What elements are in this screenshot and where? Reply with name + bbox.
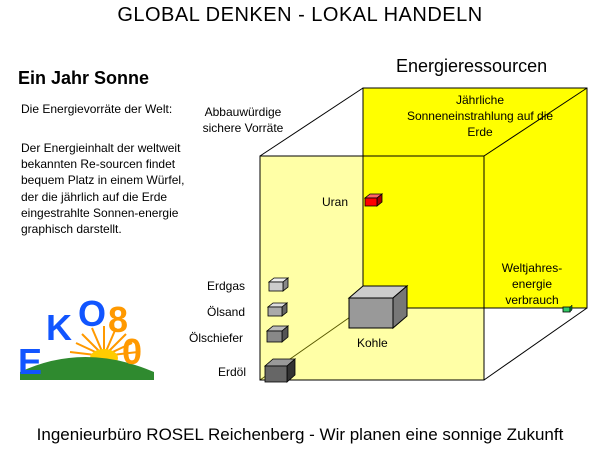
solar-label-line1: Jährliche — [456, 93, 504, 107]
consumption-label-line2: energie — [512, 277, 552, 291]
logo-letter-0: 0 — [122, 331, 142, 372]
kohle-label: Kohle — [357, 336, 388, 350]
page-title: GLOBAL DENKEN - LOKAL HANDELN — [117, 4, 483, 26]
logo-letter-o: O — [78, 293, 106, 334]
logo-letter-8: 8 — [108, 299, 128, 340]
oelschiefer-box — [265, 325, 290, 343]
footer-text: Ingenieurbüro ROSEL Reichenberg - Wir pl… — [36, 425, 564, 444]
reserves-label-line2: sichere Vorräte — [203, 121, 284, 135]
oelsand-label: Ölsand — [207, 305, 245, 319]
diagram-title: Energieressourcen — [396, 56, 548, 76]
erdoel-label: Erdöl — [218, 365, 246, 379]
oelsand-box — [266, 302, 289, 317]
consumption-label-line1: Weltjahres- — [502, 261, 562, 275]
oelschiefer-label: Ölschiefer — [189, 331, 243, 345]
solar-label-line2: Sonneneinstrahlung auf die — [407, 109, 553, 123]
hill-shape — [20, 357, 154, 380]
uran-label: Uran — [322, 195, 348, 209]
logo-letter-k: K — [46, 307, 72, 348]
kohle-box — [347, 284, 409, 330]
intro-text: Die Energievorräte der Welt: — [21, 102, 173, 116]
erdgas-box — [267, 277, 290, 292]
consumption-label-line3: verbrauch — [505, 293, 558, 307]
reserves-label-line1: Abbauwürdige — [205, 105, 282, 119]
logo-letter-e: E — [18, 341, 42, 382]
cube-edge-bottom-right — [483, 307, 588, 381]
cube-edge-top-right — [483, 87, 588, 157]
solar-label-line3: Erde — [467, 125, 493, 139]
cube-edge-top-left — [259, 87, 364, 157]
sidebar-title: Ein Jahr Sonne — [18, 68, 150, 88]
cube-back-face — [362, 87, 588, 309]
description-text: Der Energieinhalt der weltweit bekannten… — [21, 141, 185, 237]
erdgas-label: Erdgas — [207, 279, 245, 293]
erdoel-box — [263, 358, 297, 383]
cube-front-face — [259, 155, 485, 381]
eko80-logo: E K O 8 0 — [18, 293, 154, 382]
consumption-box — [562, 304, 573, 313]
uran-box — [363, 193, 384, 207]
